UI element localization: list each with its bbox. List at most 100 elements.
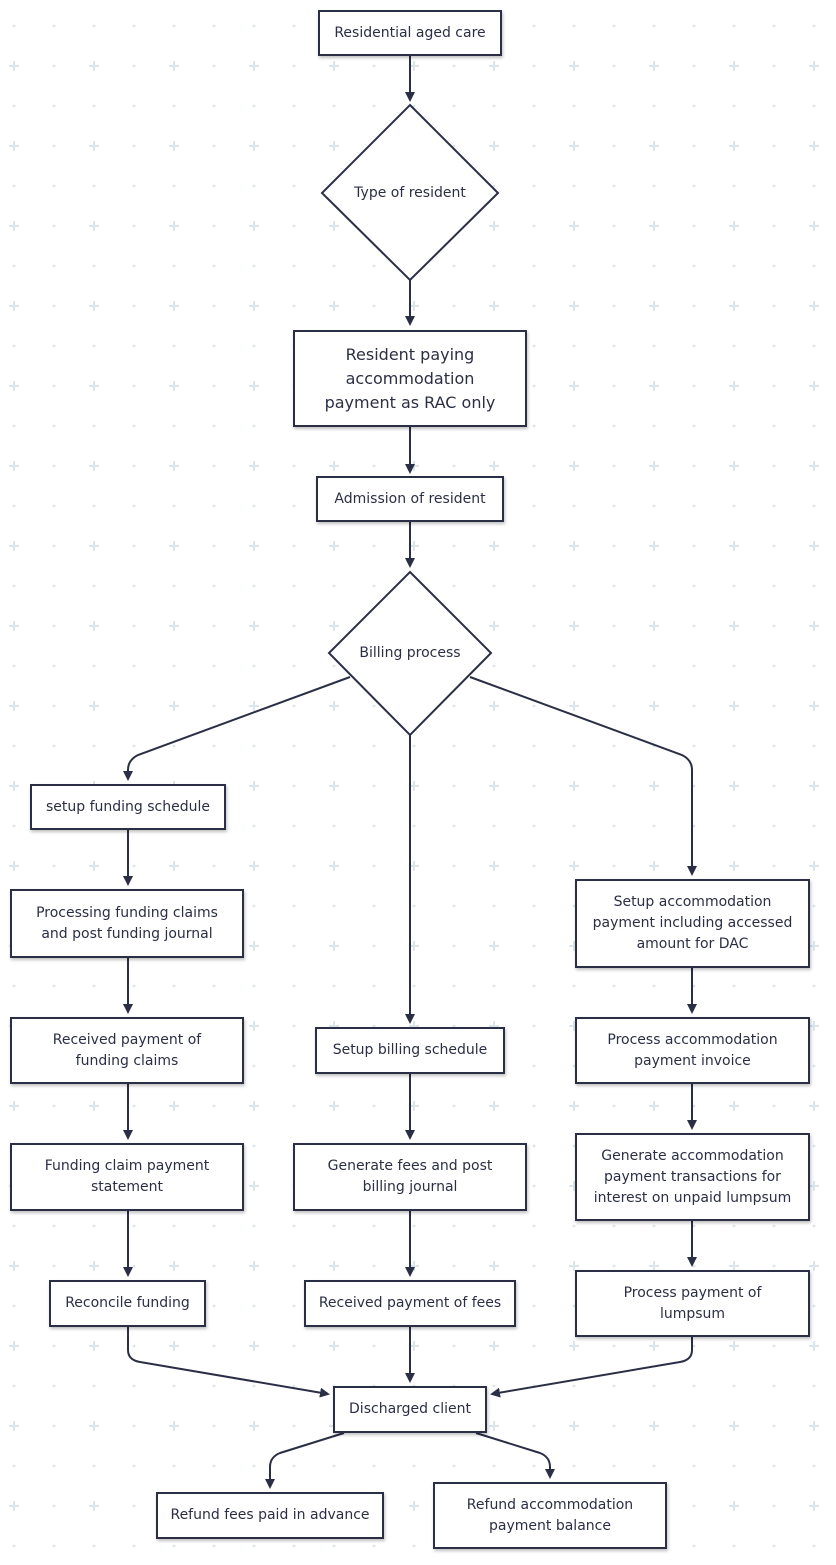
grid-dot bbox=[452, 464, 456, 468]
grid-dot bbox=[612, 544, 616, 548]
grid-dot bbox=[172, 504, 176, 508]
grid-dot bbox=[292, 1064, 296, 1068]
grid-dot bbox=[572, 1464, 576, 1468]
grid-plus-mark bbox=[249, 1341, 259, 1351]
grid-plus-mark bbox=[729, 1341, 739, 1351]
grid-plus-mark bbox=[169, 461, 179, 471]
grid-dot bbox=[132, 264, 136, 268]
grid-dot bbox=[772, 1224, 776, 1228]
grid-dot bbox=[452, 304, 456, 308]
grid-dot bbox=[12, 1304, 16, 1308]
node-setup-funding-schedule[interactable]: setup funding schedule bbox=[30, 784, 226, 830]
grid-dot bbox=[52, 104, 56, 108]
grid-dot bbox=[372, 64, 376, 68]
edge-billing-to-accommodation-setup bbox=[469, 676, 697, 876]
grid-plus-mark bbox=[329, 941, 339, 951]
grid-dot bbox=[172, 664, 176, 668]
grid-dot bbox=[52, 144, 56, 148]
grid-dot bbox=[172, 1464, 176, 1468]
grid-dot bbox=[652, 664, 656, 668]
grid-dot bbox=[612, 624, 616, 628]
grid-plus-mark bbox=[169, 861, 179, 871]
grid-dot bbox=[292, 544, 296, 548]
grid-dot bbox=[92, 104, 96, 108]
node-reconcile-funding[interactable]: Reconcile funding bbox=[49, 1280, 206, 1327]
node-received-payment-fees[interactable]: Received payment of fees bbox=[304, 1280, 516, 1327]
grid-dot bbox=[452, 904, 456, 908]
grid-plus-mark bbox=[329, 701, 339, 711]
grid-plus-mark bbox=[489, 141, 499, 151]
grid-plus-mark bbox=[569, 1341, 579, 1351]
grid-plus-mark bbox=[649, 461, 659, 471]
grid-dot bbox=[212, 1104, 216, 1108]
node-processing-funding-claims[interactable]: Processing funding claims and post fundi… bbox=[10, 889, 244, 958]
grid-dot bbox=[132, 224, 136, 228]
grid-plus-mark bbox=[649, 221, 659, 231]
grid-plus-mark bbox=[729, 781, 739, 791]
grid-dot bbox=[12, 584, 16, 588]
grid-dot bbox=[12, 24, 16, 28]
grid-dot bbox=[372, 744, 376, 748]
node-refund-accommodation-balance[interactable]: Refund accommodation payment balance bbox=[433, 1482, 667, 1549]
node-setup-billing-schedule[interactable]: Setup billing schedule bbox=[315, 1027, 505, 1074]
grid-dot bbox=[692, 744, 696, 748]
node-generate-accommodation-transactions[interactable]: Generate accommodation payment transacti… bbox=[575, 1133, 810, 1221]
grid-dot bbox=[772, 424, 776, 428]
node-residential-aged-care[interactable]: Residential aged care bbox=[318, 10, 502, 56]
grid-plus-mark bbox=[809, 541, 819, 551]
grid-dot bbox=[12, 1464, 16, 1468]
grid-dot bbox=[572, 584, 576, 588]
grid-plus-mark bbox=[329, 141, 339, 151]
node-funding-claim-payment-statement[interactable]: Funding claim payment statement bbox=[10, 1143, 244, 1211]
decision-type-of-resident[interactable]: Type of resident bbox=[354, 185, 466, 201]
grid-dot bbox=[452, 864, 456, 868]
grid-plus-mark bbox=[89, 861, 99, 871]
grid-plus-mark bbox=[249, 381, 259, 391]
grid-dot bbox=[372, 984, 376, 988]
grid-dot bbox=[612, 784, 616, 788]
grid-dot bbox=[212, 1384, 216, 1388]
grid-dot bbox=[212, 984, 216, 988]
grid-dot bbox=[772, 24, 776, 28]
grid-dot bbox=[132, 344, 136, 348]
grid-dot bbox=[532, 584, 536, 588]
node-discharged-client[interactable]: Discharged client bbox=[333, 1386, 487, 1433]
grid-dot bbox=[572, 344, 576, 348]
grid-dot bbox=[572, 264, 576, 268]
grid-plus-mark bbox=[329, 221, 339, 231]
grid-dot bbox=[172, 1544, 176, 1548]
node-refund-fees-paid-in-advance[interactable]: Refund fees paid in advance bbox=[156, 1492, 384, 1539]
grid-dot bbox=[572, 1224, 576, 1228]
grid-dot bbox=[212, 664, 216, 668]
grid-dot bbox=[292, 304, 296, 308]
grid-dot bbox=[452, 944, 456, 948]
grid-plus-mark bbox=[729, 1421, 739, 1431]
grid-dot bbox=[692, 304, 696, 308]
grid-dot bbox=[372, 304, 376, 308]
grid-dot bbox=[452, 144, 456, 148]
grid-plus-mark bbox=[729, 1101, 739, 1111]
node-generate-fees[interactable]: Generate fees and post billing journal bbox=[293, 1143, 527, 1211]
node-process-accommodation-invoice[interactable]: Process accommodation payment invoice bbox=[575, 1017, 810, 1084]
node-admission-of-resident[interactable]: Admission of resident bbox=[316, 476, 504, 522]
node-process-payment-lumpsum[interactable]: Process payment of lumpsum bbox=[575, 1270, 810, 1337]
grid-dot bbox=[772, 224, 776, 228]
grid-dot bbox=[92, 1544, 96, 1548]
grid-plus-mark bbox=[809, 1101, 819, 1111]
node-setup-accommodation-payment[interactable]: Setup accommodation payment including ac… bbox=[575, 879, 810, 968]
grid-plus-mark bbox=[809, 141, 819, 151]
grid-dot bbox=[12, 264, 16, 268]
grid-dot bbox=[132, 544, 136, 548]
grid-plus-mark bbox=[809, 861, 819, 871]
grid-plus-mark bbox=[809, 61, 819, 71]
grid-dot bbox=[212, 704, 216, 708]
decision-billing-process[interactable]: Billing process bbox=[359, 645, 461, 661]
grid-dot bbox=[572, 1144, 576, 1148]
grid-dot bbox=[92, 1464, 96, 1468]
grid-dot bbox=[732, 664, 736, 668]
grid-plus-mark bbox=[569, 221, 579, 231]
node-received-payment-funding-claims[interactable]: Received payment of funding claims bbox=[10, 1017, 244, 1084]
node-resident-paying-rac[interactable]: Resident paying accommodation payment as… bbox=[293, 330, 527, 427]
grid-dot bbox=[532, 24, 536, 28]
